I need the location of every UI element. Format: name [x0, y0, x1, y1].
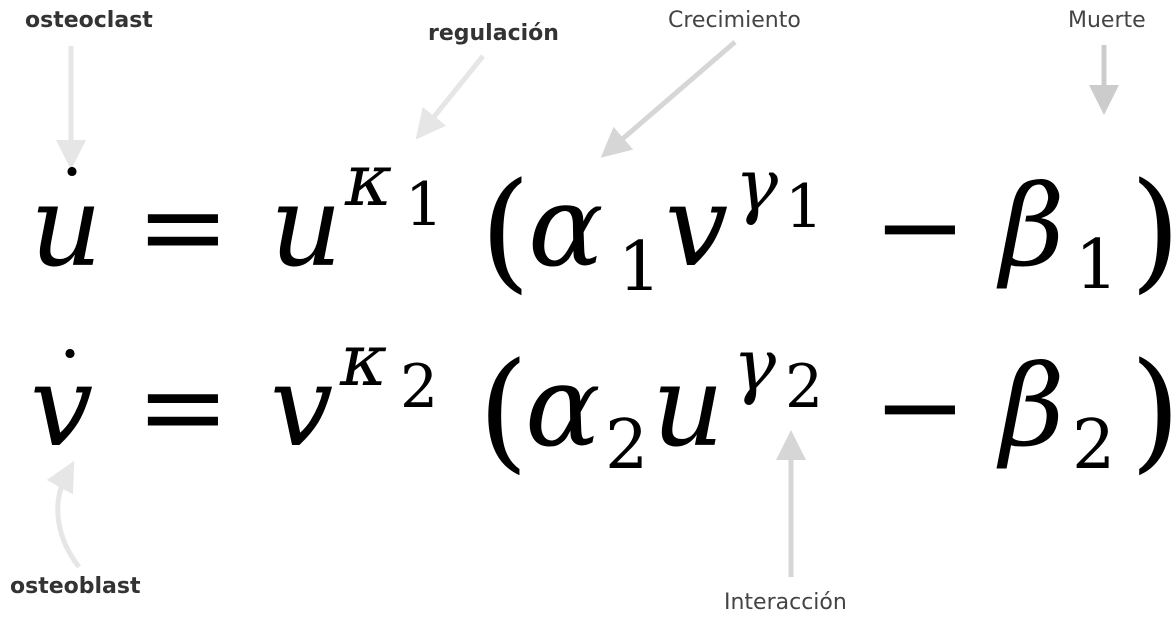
eq2-close-paren: ): [1130, 334, 1173, 486]
eq1-alpha: α: [528, 162, 604, 292]
label-crecimiento: Crecimiento: [668, 8, 801, 33]
equation-2: ˙ v = v κ 2 ( α 2 u γ 2 − β 2 ): [30, 318, 1173, 486]
eq1-exp: κ: [344, 138, 392, 222]
eq2-minus: −: [873, 342, 967, 472]
eq2-exp-sub: 2: [400, 352, 438, 422]
eq2-open-paren: (: [478, 334, 529, 486]
eq1-lhs-var: u: [30, 162, 102, 292]
eq2-base: v: [270, 342, 333, 472]
equation-1: ˙ u = u κ 1 ( α 1 v γ 1 − β 1 ): [30, 138, 1173, 307]
eq2-gamma-sub: 2: [785, 352, 823, 422]
label-osteoclast: osteoclast: [25, 8, 153, 33]
eq1-equals: =: [136, 162, 230, 292]
eq2-equals: =: [136, 342, 230, 472]
eq1-beta: β: [996, 162, 1065, 292]
arrow-crecimiento: [600, 40, 737, 158]
eq2-beta-sub: 2: [1072, 406, 1115, 485]
eq1-beta-sub: 1: [1075, 226, 1118, 305]
label-regulacion: regulación: [428, 21, 559, 46]
label-muerte: Muerte: [1068, 8, 1146, 33]
eq1-lhs-dot: ˙: [52, 154, 92, 247]
eq1-base: u: [270, 162, 342, 292]
eq1-gamma-sub: 1: [785, 172, 823, 242]
eq2-exp: κ: [339, 318, 387, 402]
eq2-lhs-dot: ˙: [50, 336, 90, 429]
arrow-osteoblast: [46, 460, 81, 569]
eq2-inner-var: u: [652, 342, 724, 472]
eq2-alpha: α: [525, 342, 601, 472]
eq1-minus: −: [873, 162, 967, 292]
eq2-alpha-sub: 2: [605, 406, 648, 485]
eq1-inner-var: v: [665, 162, 728, 292]
eq2-beta: β: [996, 342, 1065, 472]
eq1-close-paren: ): [1130, 154, 1173, 306]
label-interaccion: Interacción: [724, 590, 847, 615]
eq2-lhs-var: v: [30, 342, 93, 472]
arrow-regulacion: [415, 54, 485, 140]
label-osteoblast: osteoblast: [10, 574, 141, 599]
eq1-gamma: γ: [735, 143, 779, 227]
eq2-gamma: γ: [733, 323, 777, 407]
eq1-alpha-sub: 1: [618, 228, 661, 307]
eq1-exp-sub: 1: [405, 170, 443, 240]
eq1-open-paren: (: [480, 154, 531, 306]
